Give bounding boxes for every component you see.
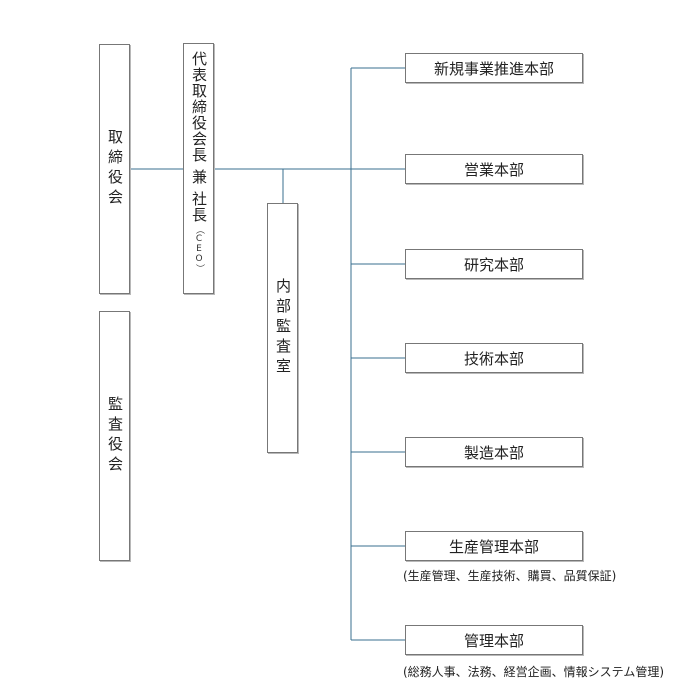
internal-audit-label: 内部監査室 — [274, 278, 292, 378]
board-of-auditors-label: 監査役会 — [106, 396, 124, 476]
department-new-business-box: 新規事業推進本部 — [405, 53, 583, 83]
board-of-auditors-box: 監査役会 — [99, 311, 130, 561]
ceo-joint-label: 兼 — [190, 169, 208, 185]
department-production-control-box: 生産管理本部 — [405, 531, 583, 561]
department-label: 研究本部 — [463, 255, 524, 274]
department-label: 技術本部 — [463, 349, 524, 368]
department-administration-box: 管理本部 — [405, 625, 583, 655]
department-sales-box: 営業本部 — [405, 154, 583, 184]
administration-note: (総務人事、法務、経営企画、情報システム管理) — [403, 665, 665, 679]
department-manufacturing-box: 製造本部 — [405, 437, 583, 467]
department-label: 新規事業推進本部 — [433, 59, 554, 78]
department-label: 営業本部 — [463, 160, 524, 179]
internal-audit-box: 内部監査室 — [267, 203, 298, 453]
board-of-directors-box: 取締役会 — [99, 44, 130, 294]
ceo-box: 代表取締役会長 兼 社長 （CEO） — [183, 43, 214, 294]
ceo-title: 代表取締役会長 — [190, 51, 208, 163]
department-engineering-box: 技術本部 — [405, 343, 583, 373]
department-label: 生産管理本部 — [448, 537, 539, 556]
department-label: 製造本部 — [463, 443, 524, 462]
ceo-abbreviation: （CEO） — [194, 225, 204, 273]
board-of-directors-label: 取締役会 — [106, 129, 124, 209]
department-label: 管理本部 — [463, 631, 524, 650]
department-research-box: 研究本部 — [405, 249, 583, 279]
production-control-note: (生産管理、生産技術、購買、品質保証) — [403, 569, 617, 583]
ceo-second-title: 社長 — [190, 191, 208, 223]
